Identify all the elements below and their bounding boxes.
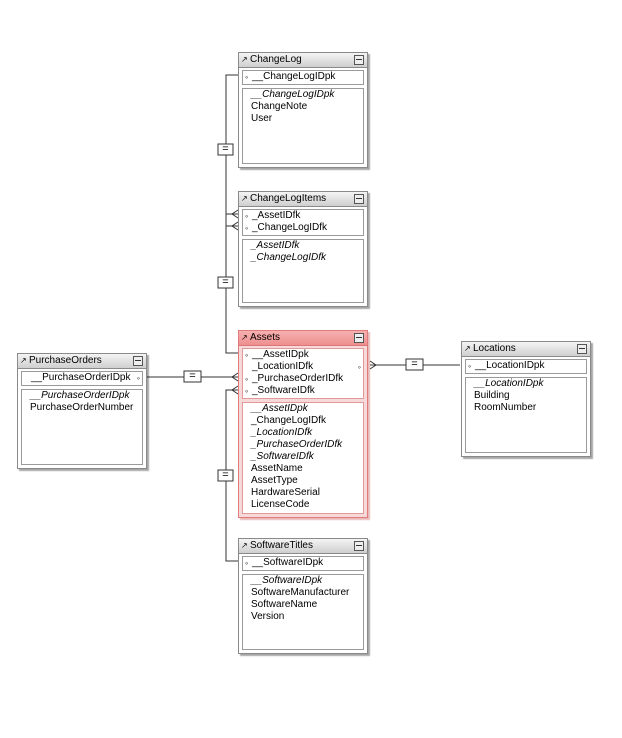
key-dot-icon: ◦ bbox=[245, 211, 249, 221]
table-title: SoftwareTitles bbox=[250, 540, 313, 551]
key-dot-icon: ◦ bbox=[245, 223, 249, 233]
field-row[interactable]: SoftwareManufacturer bbox=[251, 587, 350, 598]
key-dot-icon: ◦ bbox=[245, 374, 249, 384]
field-row[interactable]: __LocationIDpk bbox=[474, 378, 544, 389]
equals-icon[interactable]: = bbox=[189, 370, 196, 382]
key-list: ◦_AssetIDfk ◦_ChangeLogIDfk bbox=[242, 209, 364, 236]
key-row[interactable]: _LocationIDfk◦ bbox=[252, 361, 361, 372]
key-row[interactable]: ◦__SoftwareIDpk bbox=[245, 557, 324, 568]
key-dot-icon: ◦ bbox=[245, 350, 249, 360]
field-row[interactable]: AssetType bbox=[251, 475, 298, 486]
collapse-icon[interactable] bbox=[354, 541, 364, 551]
equals-icon[interactable]: = bbox=[222, 276, 229, 288]
field-list: __AssetIDpk _ChangeLogIDfk _LocationIDfk… bbox=[242, 402, 364, 514]
key-dot-icon: ◦ bbox=[357, 362, 361, 372]
collapse-icon[interactable] bbox=[354, 194, 364, 204]
table-changelogitems[interactable]: ↗ChangeLogItems ◦_AssetIDfk ◦_ChangeLogI… bbox=[238, 191, 368, 307]
table-softwaretitles[interactable]: ↗SoftwareTitles ◦__SoftwareIDpk __Softwa… bbox=[238, 538, 368, 654]
field-row[interactable]: _PurchaseOrderIDfk bbox=[251, 439, 343, 450]
key-row[interactable]: ◦_SoftwareIDfk bbox=[245, 385, 315, 396]
key-dot-icon: ◦ bbox=[245, 386, 249, 396]
field-row[interactable]: _SoftwareIDfk bbox=[251, 451, 314, 462]
key-row[interactable]: ◦__ChangeLogIDpk bbox=[245, 71, 336, 82]
collapse-icon[interactable] bbox=[577, 344, 587, 354]
field-row[interactable]: ChangeNote bbox=[251, 101, 308, 112]
key-row[interactable]: ◦__LocationIDpk bbox=[468, 360, 545, 371]
key-list: ◦__SoftwareIDpk bbox=[242, 556, 364, 571]
field-list: __LocationIDpk Building RoomNumber bbox=[465, 377, 587, 453]
field-list: _AssetIDfk _ChangeLogIDfk bbox=[242, 239, 364, 303]
changelogitems-link-line bbox=[226, 213, 238, 227]
key-row[interactable]: ◦_PurchaseOrderIDfk bbox=[245, 373, 344, 384]
arrow-icon: ↗ bbox=[241, 541, 248, 550]
field-row[interactable]: _LocationIDfk bbox=[251, 427, 313, 438]
table-title: ChangeLog bbox=[250, 54, 302, 65]
field-row[interactable]: __AssetIDpk bbox=[251, 403, 308, 414]
field-list: __SoftwareIDpk SoftwareManufacturer Soft… bbox=[242, 574, 364, 650]
collapse-icon[interactable] bbox=[354, 333, 364, 343]
key-row[interactable]: ◦__AssetIDpk bbox=[245, 349, 309, 360]
table-title: PurchaseOrders bbox=[29, 355, 102, 366]
key-list: __PurchaseOrderIDpk◦ bbox=[21, 371, 143, 386]
field-row[interactable]: __PurchaseOrderIDpk bbox=[30, 390, 130, 401]
key-row[interactable]: __PurchaseOrderIDpk◦ bbox=[31, 372, 140, 383]
table-purchaseorders[interactable]: ↗PurchaseOrders __PurchaseOrderIDpk◦ __P… bbox=[17, 353, 147, 469]
field-row[interactable]: SoftwareName bbox=[251, 599, 318, 610]
field-row[interactable]: User bbox=[251, 113, 273, 124]
equals-icon[interactable]: = bbox=[222, 143, 229, 155]
field-row[interactable]: LicenseCode bbox=[251, 499, 310, 510]
arrow-icon: ↗ bbox=[464, 344, 471, 353]
equals-icon[interactable]: = bbox=[222, 469, 229, 481]
key-dot-icon: ◦ bbox=[245, 72, 249, 82]
table-changelog[interactable]: ↗ChangeLog ◦__ChangeLogIDpk __ChangeLogI… bbox=[238, 52, 368, 168]
table-title: Locations bbox=[473, 343, 516, 354]
field-row[interactable]: RoomNumber bbox=[474, 402, 537, 413]
key-list: ◦__ChangeLogIDpk bbox=[242, 70, 364, 85]
field-list: __ChangeLogIDpk ChangeNote User bbox=[242, 88, 364, 164]
field-row[interactable]: PurchaseOrderNumber bbox=[30, 402, 134, 413]
arrow-icon: ↗ bbox=[20, 356, 27, 365]
collapse-icon[interactable] bbox=[133, 356, 143, 366]
key-dot-icon: ◦ bbox=[136, 373, 140, 383]
arrow-icon: ↗ bbox=[241, 333, 248, 342]
field-list: __PurchaseOrderIDpk PurchaseOrderNumber bbox=[21, 389, 143, 465]
arrow-icon: ↗ bbox=[241, 194, 248, 203]
key-list: ◦__AssetIDpk _LocationIDfk◦ ◦_PurchaseOr… bbox=[242, 348, 364, 399]
field-row[interactable]: _AssetIDfk bbox=[251, 240, 300, 251]
key-dot-icon: ◦ bbox=[245, 558, 249, 568]
field-row[interactable]: _ChangeLogIDfk bbox=[251, 415, 327, 426]
table-title: Assets bbox=[250, 332, 281, 343]
table-title: ChangeLogItems bbox=[250, 193, 327, 204]
equals-icon[interactable]: = bbox=[411, 358, 418, 370]
field-row[interactable]: HardwareSerial bbox=[251, 487, 320, 498]
relationship-operator-icons bbox=[183, 143, 424, 482]
field-row[interactable]: AssetName bbox=[251, 463, 303, 474]
arrow-icon: ↗ bbox=[241, 55, 248, 64]
field-row[interactable]: __ChangeLogIDpk bbox=[251, 89, 335, 100]
field-row[interactable]: _ChangeLogIDfk bbox=[251, 252, 327, 263]
key-list: ◦__LocationIDpk bbox=[465, 359, 587, 374]
key-dot-icon: ◦ bbox=[468, 361, 472, 371]
key-row[interactable]: ◦_AssetIDfk bbox=[245, 210, 301, 221]
field-row[interactable]: Building bbox=[474, 390, 510, 401]
field-row[interactable]: __SoftwareIDpk bbox=[251, 575, 323, 586]
table-locations[interactable]: ↗Locations ◦__LocationIDpk __LocationIDp… bbox=[461, 341, 591, 457]
field-row[interactable]: Version bbox=[251, 611, 285, 622]
table-assets[interactable]: ↗Assets ◦__AssetIDpk _LocationIDfk◦ ◦_Pu… bbox=[238, 330, 368, 518]
key-row[interactable]: ◦_ChangeLogIDfk bbox=[245, 222, 328, 233]
collapse-icon[interactable] bbox=[354, 55, 364, 65]
